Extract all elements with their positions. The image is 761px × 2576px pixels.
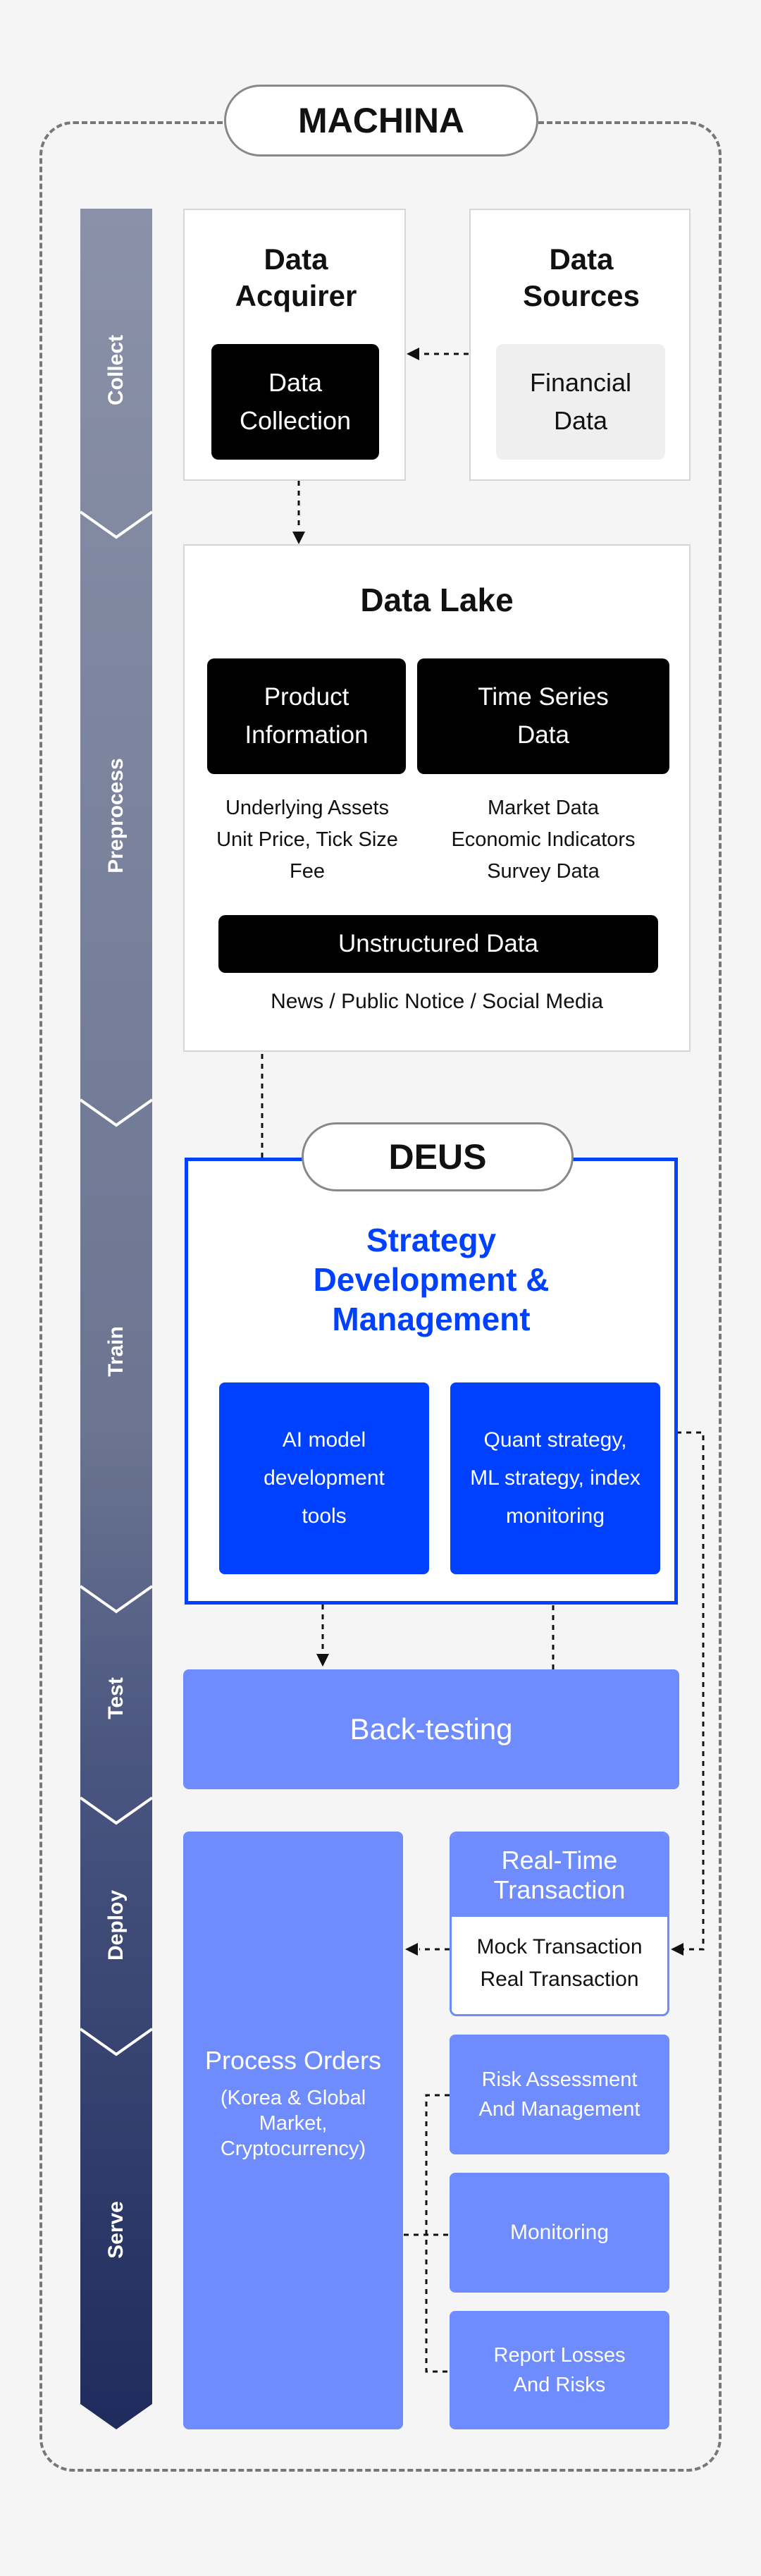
deus-title: DEUS [302,1122,574,1191]
time-series-detail-line: Market Data [488,797,599,819]
quant-strategy-box: Quant strategy, ML strategy, index monit… [450,1382,660,1574]
time-series-detail-line: Economic Indicators [451,828,636,851]
time-series-data-box: Time Series Data [417,658,669,774]
deus-panel: Strategy Development & Management AI mod… [185,1158,678,1605]
stage-label-train: Train [104,1326,128,1377]
process-orders-title: Process Orders [204,2046,382,2075]
report-losses-box: Report Losses And Risks [450,2311,669,2429]
product-details: Underlying Assets Unit Price, Tick Size … [185,792,430,888]
strategy-heading: Strategy Development & Management [313,1222,550,1337]
unstructured-data-caption: News / Public Notice / Social Media [271,990,603,1013]
time-series-details: Market Data Economic Indicators Survey D… [417,792,669,888]
product-detail-line: Unit Price, Tick Size [216,828,398,851]
unstructured-data-box: Unstructured Data [218,915,658,973]
back-testing-box: Back-testing [183,1669,679,1789]
data-sources-title: Data Sources [523,243,640,312]
data-lake-title: Data Lake [360,582,514,618]
real-time-transaction-title: Real-Time Transaction [452,1834,667,1917]
transaction-types: Mock Transaction Real Transaction [452,1931,667,1996]
data-lake-card: Data Lake Product Information Time Serie… [183,544,691,1052]
stage-dividers [79,510,154,2056]
machina-title: MACHINA [224,85,538,157]
data-acquirer-title: Data Acquirer [235,243,357,312]
product-detail-line: Fee [290,860,325,883]
data-sources-card: Data Sources Financial Data [469,209,691,481]
financial-data-box: Financial Data [496,344,665,460]
real-time-transaction-panel: Real-Time Transaction Mock Transaction R… [450,1832,669,2016]
product-information-box: Product Information [207,658,406,774]
stage-label-serve: Serve [104,2201,128,2259]
process-orders-subtitle: (Korea & Global Market, Cryptocurrency) [220,2087,366,2160]
risk-assessment-box: Risk Assessment And Management [450,2035,669,2154]
ai-model-tools-box: AI model development tools [219,1382,429,1574]
stage-label-collect: Collect [104,334,128,406]
stage-label-deploy: Deploy [104,1889,128,1961]
transaction-type: Mock Transaction [476,1935,643,1958]
data-acquirer-card: Data Acquirer Data Collection [183,209,406,481]
transaction-type: Real Transaction [480,1968,639,1991]
stage-label-test: Test [104,1677,128,1719]
data-collection-box: Data Collection [211,344,379,460]
monitoring-box: Monitoring [450,2173,669,2293]
stage-ribbon-shape [80,209,152,2429]
time-series-detail-line: Survey Data [487,860,600,883]
product-detail-line: Underlying Assets [225,797,390,819]
process-orders-panel: Process Orders (Korea & Global Market, C… [183,1832,403,2429]
stage-label-preprocess: Preprocess [104,758,128,873]
